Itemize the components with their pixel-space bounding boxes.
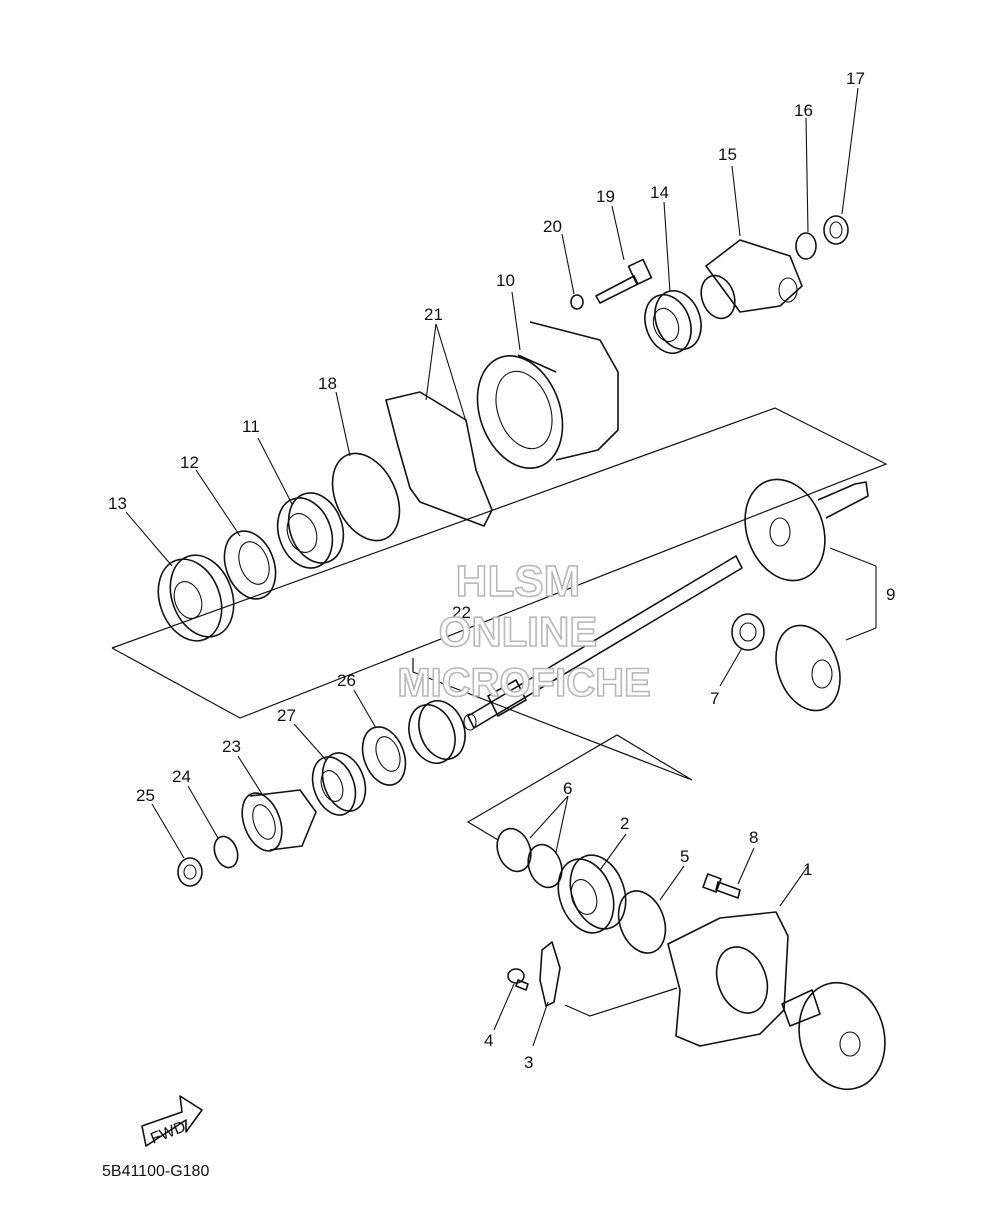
callout-27: 27 — [277, 706, 296, 725]
part-25-nut — [177, 857, 203, 887]
part-9-gear-set — [744, 478, 869, 712]
part-14-seal — [644, 290, 702, 354]
callout-23: 23 — [222, 737, 241, 756]
part-3-bracket — [539, 941, 561, 1007]
part-16-washer — [795, 232, 817, 260]
part-7-nut — [731, 613, 765, 651]
callout-16: 16 — [794, 101, 813, 120]
callout-1: 1 — [803, 860, 812, 879]
part-22-shaft — [463, 555, 743, 731]
upper-assembly-frame — [111, 407, 888, 719]
callout-10: 10 — [496, 271, 515, 290]
part-18-o-ring — [331, 452, 401, 542]
part-20-washer — [570, 294, 584, 310]
callout-8: 8 — [749, 828, 758, 847]
housing-assembly-frame — [564, 987, 678, 1017]
callout-leaders — [125, 87, 877, 1047]
callout-25: 25 — [136, 786, 155, 805]
part-10-housing — [476, 321, 619, 469]
part-5-o-ring — [617, 890, 667, 954]
callout-21: 21 — [424, 305, 443, 324]
part-19-bolt — [595, 258, 653, 304]
callout-12: 12 — [180, 453, 199, 472]
callout-13: 13 — [108, 494, 127, 513]
callout-11: 11 — [242, 417, 260, 436]
callout-15: 15 — [718, 145, 737, 164]
ring-gear — [781, 981, 886, 1091]
part-21-gasket — [385, 391, 493, 527]
part-1-housing-cover — [667, 911, 789, 1047]
part-26-bearing — [361, 700, 466, 786]
callout-19: 19 — [596, 187, 615, 206]
callout-24: 24 — [172, 767, 191, 786]
watermark: HLSM ONLINE MICROFICHE — [397, 556, 652, 706]
part-24-washer — [213, 835, 239, 869]
callout-26: 26 — [337, 671, 356, 690]
part-13-bearing — [157, 554, 235, 642]
lower-assembly-frame — [412, 658, 693, 841]
callout-5: 5 — [680, 847, 689, 866]
part-4-screw — [507, 968, 529, 991]
part-6-shim-b — [527, 843, 563, 889]
callout-labels: 1 2 3 4 5 6 7 8 9 10 11 12 13 14 15 16 1… — [108, 69, 895, 1072]
callout-3: 3 — [524, 1053, 533, 1072]
watermark-line-1: HLSM — [456, 557, 581, 606]
part-2-bearing — [557, 854, 627, 934]
fwd-arrow-label: FWD — [148, 1118, 188, 1147]
callout-9: 9 — [886, 585, 895, 604]
diagram-code: 5B41100-G180 — [102, 1163, 209, 1180]
callout-14: 14 — [650, 183, 669, 202]
callout-2: 2 — [620, 814, 629, 833]
watermark-line-2: ONLINE — [439, 608, 598, 655]
callout-18: 18 — [318, 374, 337, 393]
fwd-arrow-icon: FWD — [141, 1095, 203, 1148]
part-23-coupling — [241, 789, 317, 852]
part-15-yoke — [700, 239, 803, 320]
part-6-shim-a — [496, 827, 532, 873]
callout-7: 7 — [710, 689, 719, 708]
part-12-collar — [223, 530, 277, 600]
callout-20: 20 — [543, 217, 562, 236]
callout-4: 4 — [484, 1031, 493, 1050]
part-11-bearing — [276, 492, 345, 569]
callout-17: 17 — [846, 69, 865, 88]
part-17-nut — [823, 215, 849, 245]
callout-22: 22 — [452, 603, 471, 622]
part-8-bolt — [702, 873, 741, 899]
callout-6: 6 — [563, 779, 572, 798]
watermark-line-3: MICROFICHE — [397, 661, 650, 705]
